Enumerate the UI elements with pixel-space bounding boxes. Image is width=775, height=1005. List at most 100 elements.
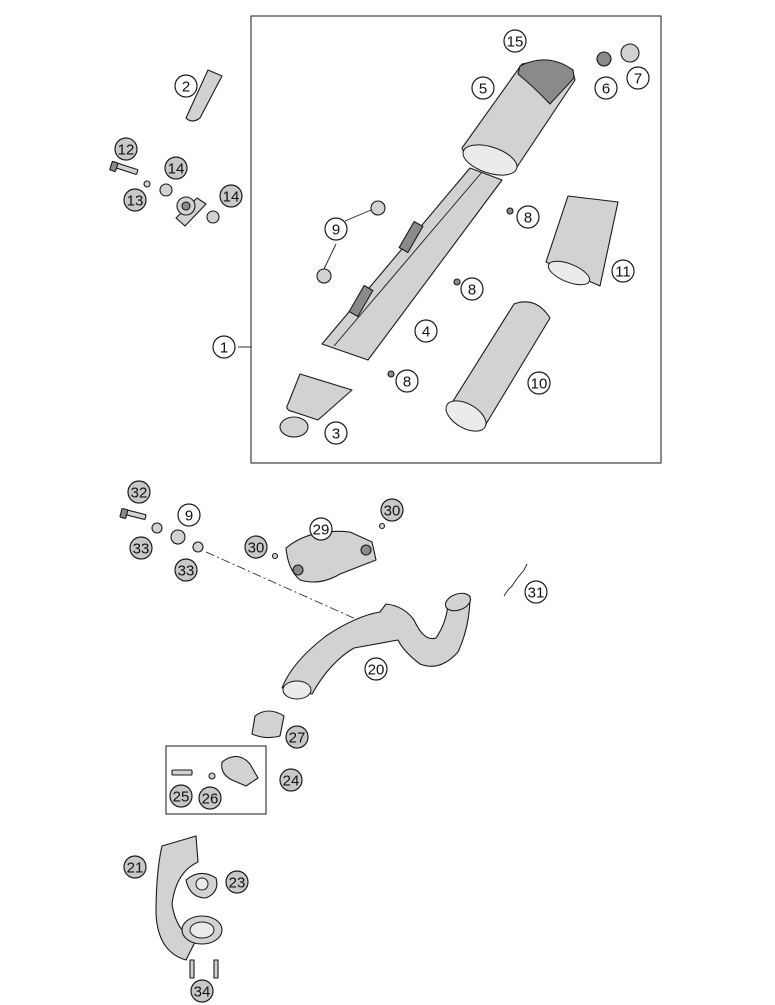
part-20-pipe-inlet — [282, 680, 312, 700]
part-34-bolt-2 — [213, 959, 219, 979]
callout-number: 25 — [173, 789, 190, 806]
callout-circle — [324, 421, 348, 445]
callout-circle — [169, 784, 193, 808]
callout-circle — [174, 74, 198, 98]
callout-circle — [414, 319, 438, 343]
part-30-washer-1 — [271, 552, 279, 560]
callout-21: 21 — [123, 855, 147, 879]
callout-number: 2 — [182, 79, 190, 96]
callout-circle — [503, 29, 527, 53]
callout-circle — [114, 137, 138, 161]
part-9-rubber-top — [370, 200, 386, 216]
callout-11: 11 — [611, 259, 635, 283]
callout-circle — [127, 480, 151, 504]
callout-5: 5 — [471, 76, 495, 100]
callout-circle — [198, 786, 222, 810]
callout-number: 4 — [422, 324, 430, 341]
part-33-washer-2 — [192, 541, 204, 553]
callout-25: 25 — [169, 784, 193, 808]
callout-29: 29 — [309, 517, 333, 541]
callout-34: 34 — [190, 979, 214, 1003]
callout-31: 31 — [524, 580, 548, 604]
callout-number: 13 — [127, 193, 144, 210]
callout-8: 8 — [460, 277, 484, 301]
callout-number: 15 — [507, 34, 524, 51]
part-8-screw-1 — [506, 207, 514, 215]
callout-circle — [279, 768, 303, 792]
part-4-mount-1 — [398, 220, 424, 254]
callout-number: 8 — [468, 282, 476, 299]
callout-circle — [460, 277, 484, 301]
part-9-rubber-bottom — [316, 268, 332, 284]
callout-30: 30 — [380, 498, 404, 522]
part-26-washer — [208, 772, 216, 780]
callout-number: 32 — [131, 485, 148, 502]
callout-number: 34 — [194, 984, 211, 1001]
callout-number: 24 — [283, 773, 300, 790]
callout-9-leader-2 — [344, 209, 372, 222]
callout-number: 26 — [202, 791, 219, 808]
callout-4: 4 — [414, 319, 438, 343]
callout-2: 2 — [174, 74, 198, 98]
callout-number: 33 — [178, 563, 195, 580]
callout-30: 30 — [244, 535, 268, 559]
callout-27: 27 — [285, 725, 309, 749]
callout-circle — [174, 558, 198, 582]
callout-circle — [594, 76, 618, 100]
callout-15: 15 — [503, 29, 527, 53]
callout-circle — [364, 657, 388, 681]
callout-number: 5 — [479, 81, 487, 98]
part-8-screw-2 — [453, 278, 461, 286]
callout-number: 8 — [524, 210, 532, 227]
silencer-assembly-frame — [250, 15, 662, 464]
callout-number: 6 — [602, 81, 610, 98]
callout-circle — [324, 217, 348, 241]
callout-9-leader-1 — [323, 243, 337, 270]
part-7-plug — [620, 43, 640, 63]
part-13-washer — [143, 180, 151, 188]
callout-number: 12 — [118, 142, 135, 159]
callout-number: 1 — [220, 340, 228, 357]
callout-circle — [190, 979, 214, 1003]
callout-14: 14 — [164, 156, 188, 180]
callout-number: 31 — [528, 585, 545, 602]
callout-3: 3 — [324, 421, 348, 445]
callout-circle — [123, 188, 147, 212]
callout-circle — [244, 535, 268, 559]
part-4-edge — [333, 171, 483, 347]
callout-33: 33 — [174, 558, 198, 582]
callout-number: 9 — [332, 222, 340, 239]
clamp-assembly-frame — [165, 745, 267, 815]
callout-circle — [177, 503, 201, 527]
part-5-sleeve-opening — [462, 144, 518, 176]
callout-6: 6 — [594, 76, 618, 100]
callout-circle — [285, 725, 309, 749]
callout-10: 10 — [527, 371, 551, 395]
callout-number: 11 — [615, 264, 631, 281]
callout-circle — [395, 369, 419, 393]
callout-7: 7 — [626, 66, 650, 90]
callout-12: 12 — [114, 137, 138, 161]
callout-number: 30 — [384, 503, 401, 520]
part-3-inlet-ring — [279, 416, 309, 438]
part-4-mount-2 — [348, 284, 374, 318]
callout-circle — [626, 66, 650, 90]
part-9-rubber-lower — [170, 529, 186, 545]
callout-number: 7 — [634, 71, 642, 88]
part-2-heat-guard — [185, 69, 223, 122]
callout-circle — [123, 855, 147, 879]
assembly-dash-line — [205, 551, 377, 629]
part-11-opening — [547, 260, 591, 286]
callout-32: 32 — [127, 480, 151, 504]
part-23-gasket-hole — [195, 877, 209, 891]
callout-circle — [164, 156, 188, 180]
callout-14: 14 — [219, 184, 243, 208]
part-24-clamp — [221, 755, 259, 787]
callout-circle — [380, 498, 404, 522]
part-27-sleeve — [251, 710, 285, 739]
part-21-flange-opening — [189, 921, 215, 939]
part-8-screw-3 — [387, 370, 395, 378]
part-10-packing — [449, 301, 551, 425]
